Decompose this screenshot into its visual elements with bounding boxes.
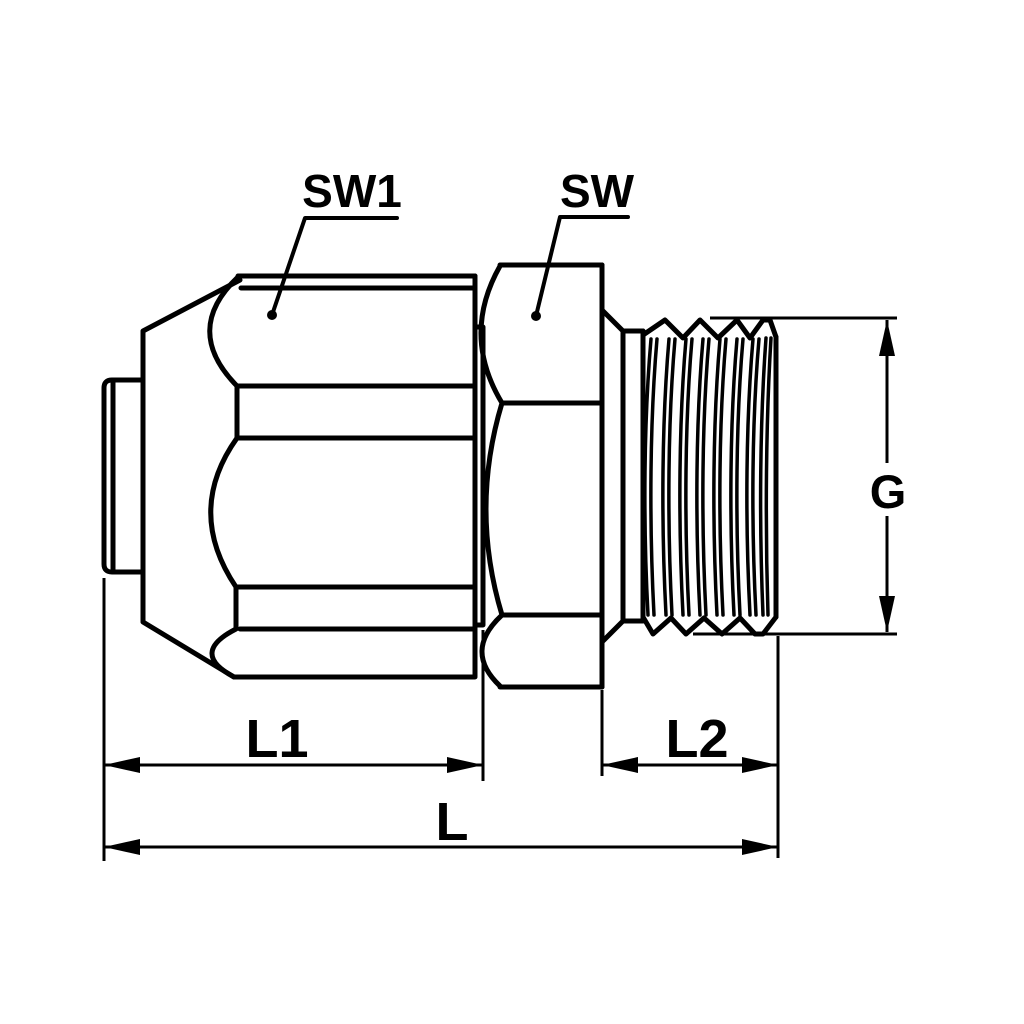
fitting-part [101,262,779,690]
nut-sw1-bottom-face [231,626,478,680]
arrowhead-l1-right [447,757,483,773]
nut-sw1-facet-lines [233,383,478,590]
leader-line-sw1 [270,216,399,317]
nut-sw1-top-face [235,273,478,291]
label-l1: L1 [245,709,308,769]
arrowhead-l-right [742,839,778,855]
leader-line-sw [534,215,630,318]
label-sw1: SW1 [302,165,402,217]
tube-stub-outline [101,377,146,575]
dimensioning [102,215,897,861]
thread-crest-bottom [640,614,779,637]
hex-sw-facet-lines [499,400,605,618]
arrowhead-l1-left [104,757,140,773]
label-l2: L2 [665,709,728,769]
leader-dot-sw [531,311,541,321]
collar-edges [620,328,646,624]
thread-flank-lines [643,336,773,617]
leader-dot-sw1 [267,310,277,320]
thread-crest-top [640,317,779,341]
label-sw: SW [560,165,635,217]
arrowhead-g-top [879,320,895,356]
label-l: L [436,792,469,852]
labels: SW1 SW G L1 L2 L [245,165,906,852]
label-g: G [870,465,907,518]
nut-sw1-left-facet-arcs [207,274,241,680]
arrowhead-l2-right [742,757,778,773]
arrowhead-l2-left [602,757,638,773]
arrowhead-l-left [104,839,140,855]
arrowhead-g-bottom [879,596,895,632]
nut-cone-face [140,277,243,680]
